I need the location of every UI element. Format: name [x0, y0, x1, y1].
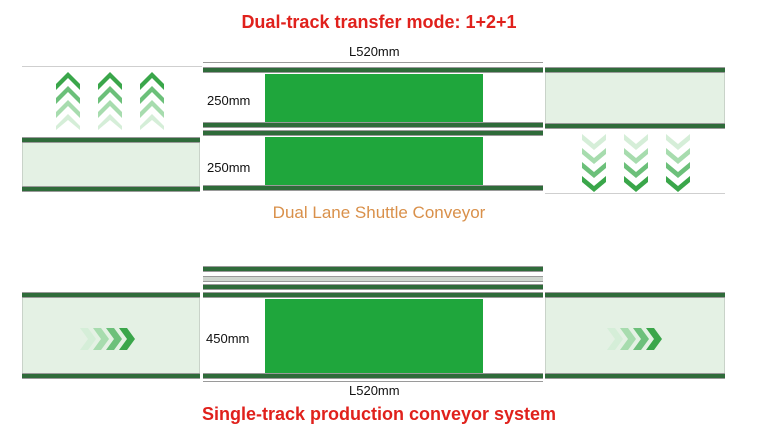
- middle-upper-lane-top-rail: [203, 67, 543, 73]
- middle-top-rail: [203, 292, 543, 298]
- lower-lane-width-label: 250mm: [207, 160, 251, 175]
- right-conveyor-bottom-rail: [545, 123, 725, 129]
- top-length-label: L520mm: [349, 44, 400, 59]
- top-right-guide-line: [545, 193, 725, 194]
- middle-upper-lane-bottom-rail: [203, 122, 543, 128]
- right-conveyor-zone: [545, 73, 725, 123]
- bottom-left-top-rail: [22, 292, 200, 298]
- chevron-down-icon: [582, 134, 606, 192]
- upper-lane-width-label: 250mm: [207, 93, 251, 108]
- bottom-title: Single-track production conveyor system: [201, 404, 557, 424]
- bottom-right-zone: [545, 298, 725, 373]
- upper-lane-board: [265, 74, 483, 122]
- down-arrows-group: [582, 134, 690, 192]
- up-arrows-group: [56, 72, 164, 130]
- chevron-right-icon: [607, 328, 662, 350]
- top-caption: Dual Lane Shuttle Conveyor: [272, 203, 486, 222]
- bottom-left-bottom-rail: [22, 373, 200, 379]
- middle-lower-lane-bottom-rail: [203, 185, 543, 191]
- chevron-up-icon: [98, 72, 122, 130]
- middle-stack-rail-1: [203, 266, 543, 272]
- top-dimension-line: [203, 62, 543, 63]
- chevron-down-icon: [624, 134, 648, 192]
- top-title: Dual-track transfer mode: 1+2+1: [241, 12, 517, 32]
- chevron-right-icon: [80, 328, 135, 350]
- middle-bottom-rail: [203, 373, 543, 379]
- right-conveyor-top-rail: [545, 67, 725, 73]
- bottom-dimension-line: [203, 381, 543, 382]
- bottom-right-top-rail: [545, 292, 725, 298]
- lower-lane-board: [265, 137, 483, 185]
- chevron-up-icon: [140, 72, 164, 130]
- single-lane-board: [265, 299, 483, 373]
- middle-lower-lane-top-rail: [203, 130, 543, 136]
- middle-stack-rail-2: [203, 276, 543, 282]
- single-lane-width-label: 450mm: [206, 331, 250, 346]
- chevron-up-icon: [56, 72, 80, 130]
- bottom-right-bottom-rail: [545, 373, 725, 379]
- chevron-down-icon: [666, 134, 690, 192]
- top-left-guide-line: [22, 66, 202, 67]
- bottom-left-zone: [22, 298, 200, 373]
- left-conveyor-top-rail: [22, 137, 200, 143]
- middle-stack-rail-3: [203, 284, 543, 290]
- bottom-length-label: L520mm: [349, 383, 400, 398]
- left-conveyor-bottom-rail: [22, 186, 200, 192]
- left-conveyor-zone: [22, 143, 200, 186]
